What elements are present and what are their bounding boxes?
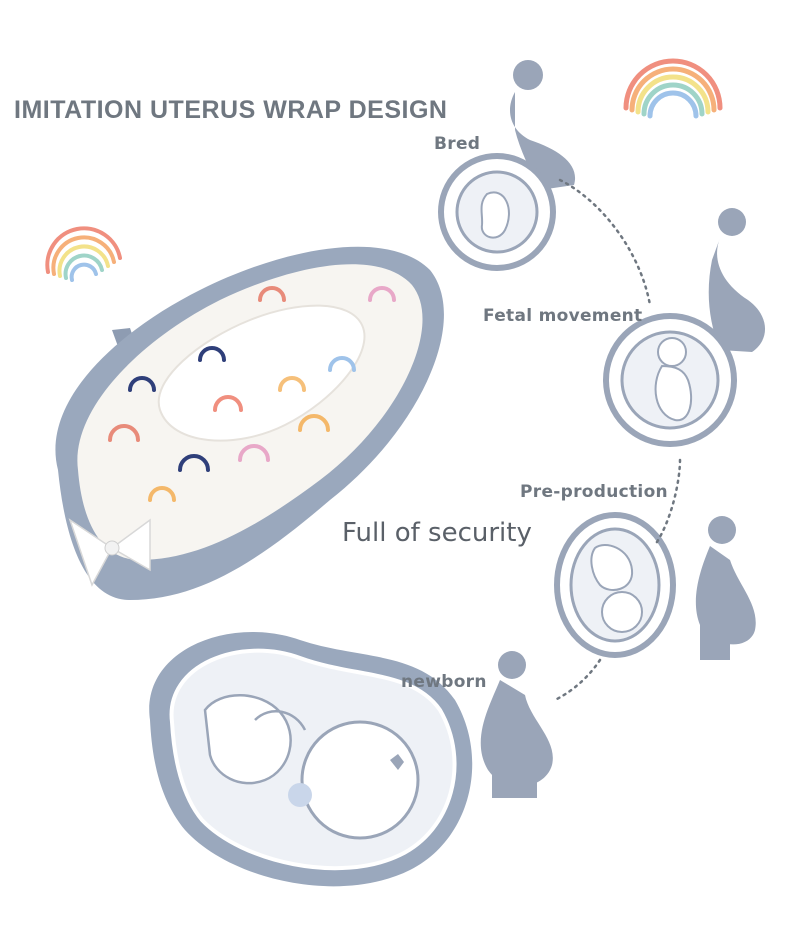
baby-nest-product (55, 246, 444, 601)
womb-oval-stage-3 (554, 512, 676, 658)
womb-large-newborn (149, 631, 473, 887)
stage-label-newborn: newborn (401, 672, 487, 692)
stage-label-fetal-movement: Fetal movement (483, 306, 643, 326)
tagline: Full of security (342, 518, 532, 548)
pregnant-silhouette-stage-2 (708, 208, 766, 352)
rainbow-icon-left (45, 226, 122, 282)
stage-label-bred: Bred (434, 134, 481, 154)
stage-label-pre-production: Pre-production (520, 482, 668, 502)
pregnant-silhouette-stage-3 (695, 516, 756, 660)
womb-circle-stage-2 (603, 313, 737, 447)
rainbow-icon-top-right (623, 58, 723, 119)
pregnant-silhouette-stage-1 (510, 60, 576, 190)
pregnant-silhouette-stage-4 (480, 651, 553, 798)
headline: IMITATION UTERUS WRAP DESIGN (14, 96, 448, 124)
stage-connector-lines (553, 178, 682, 702)
womb-circle-stage-1 (438, 153, 556, 271)
